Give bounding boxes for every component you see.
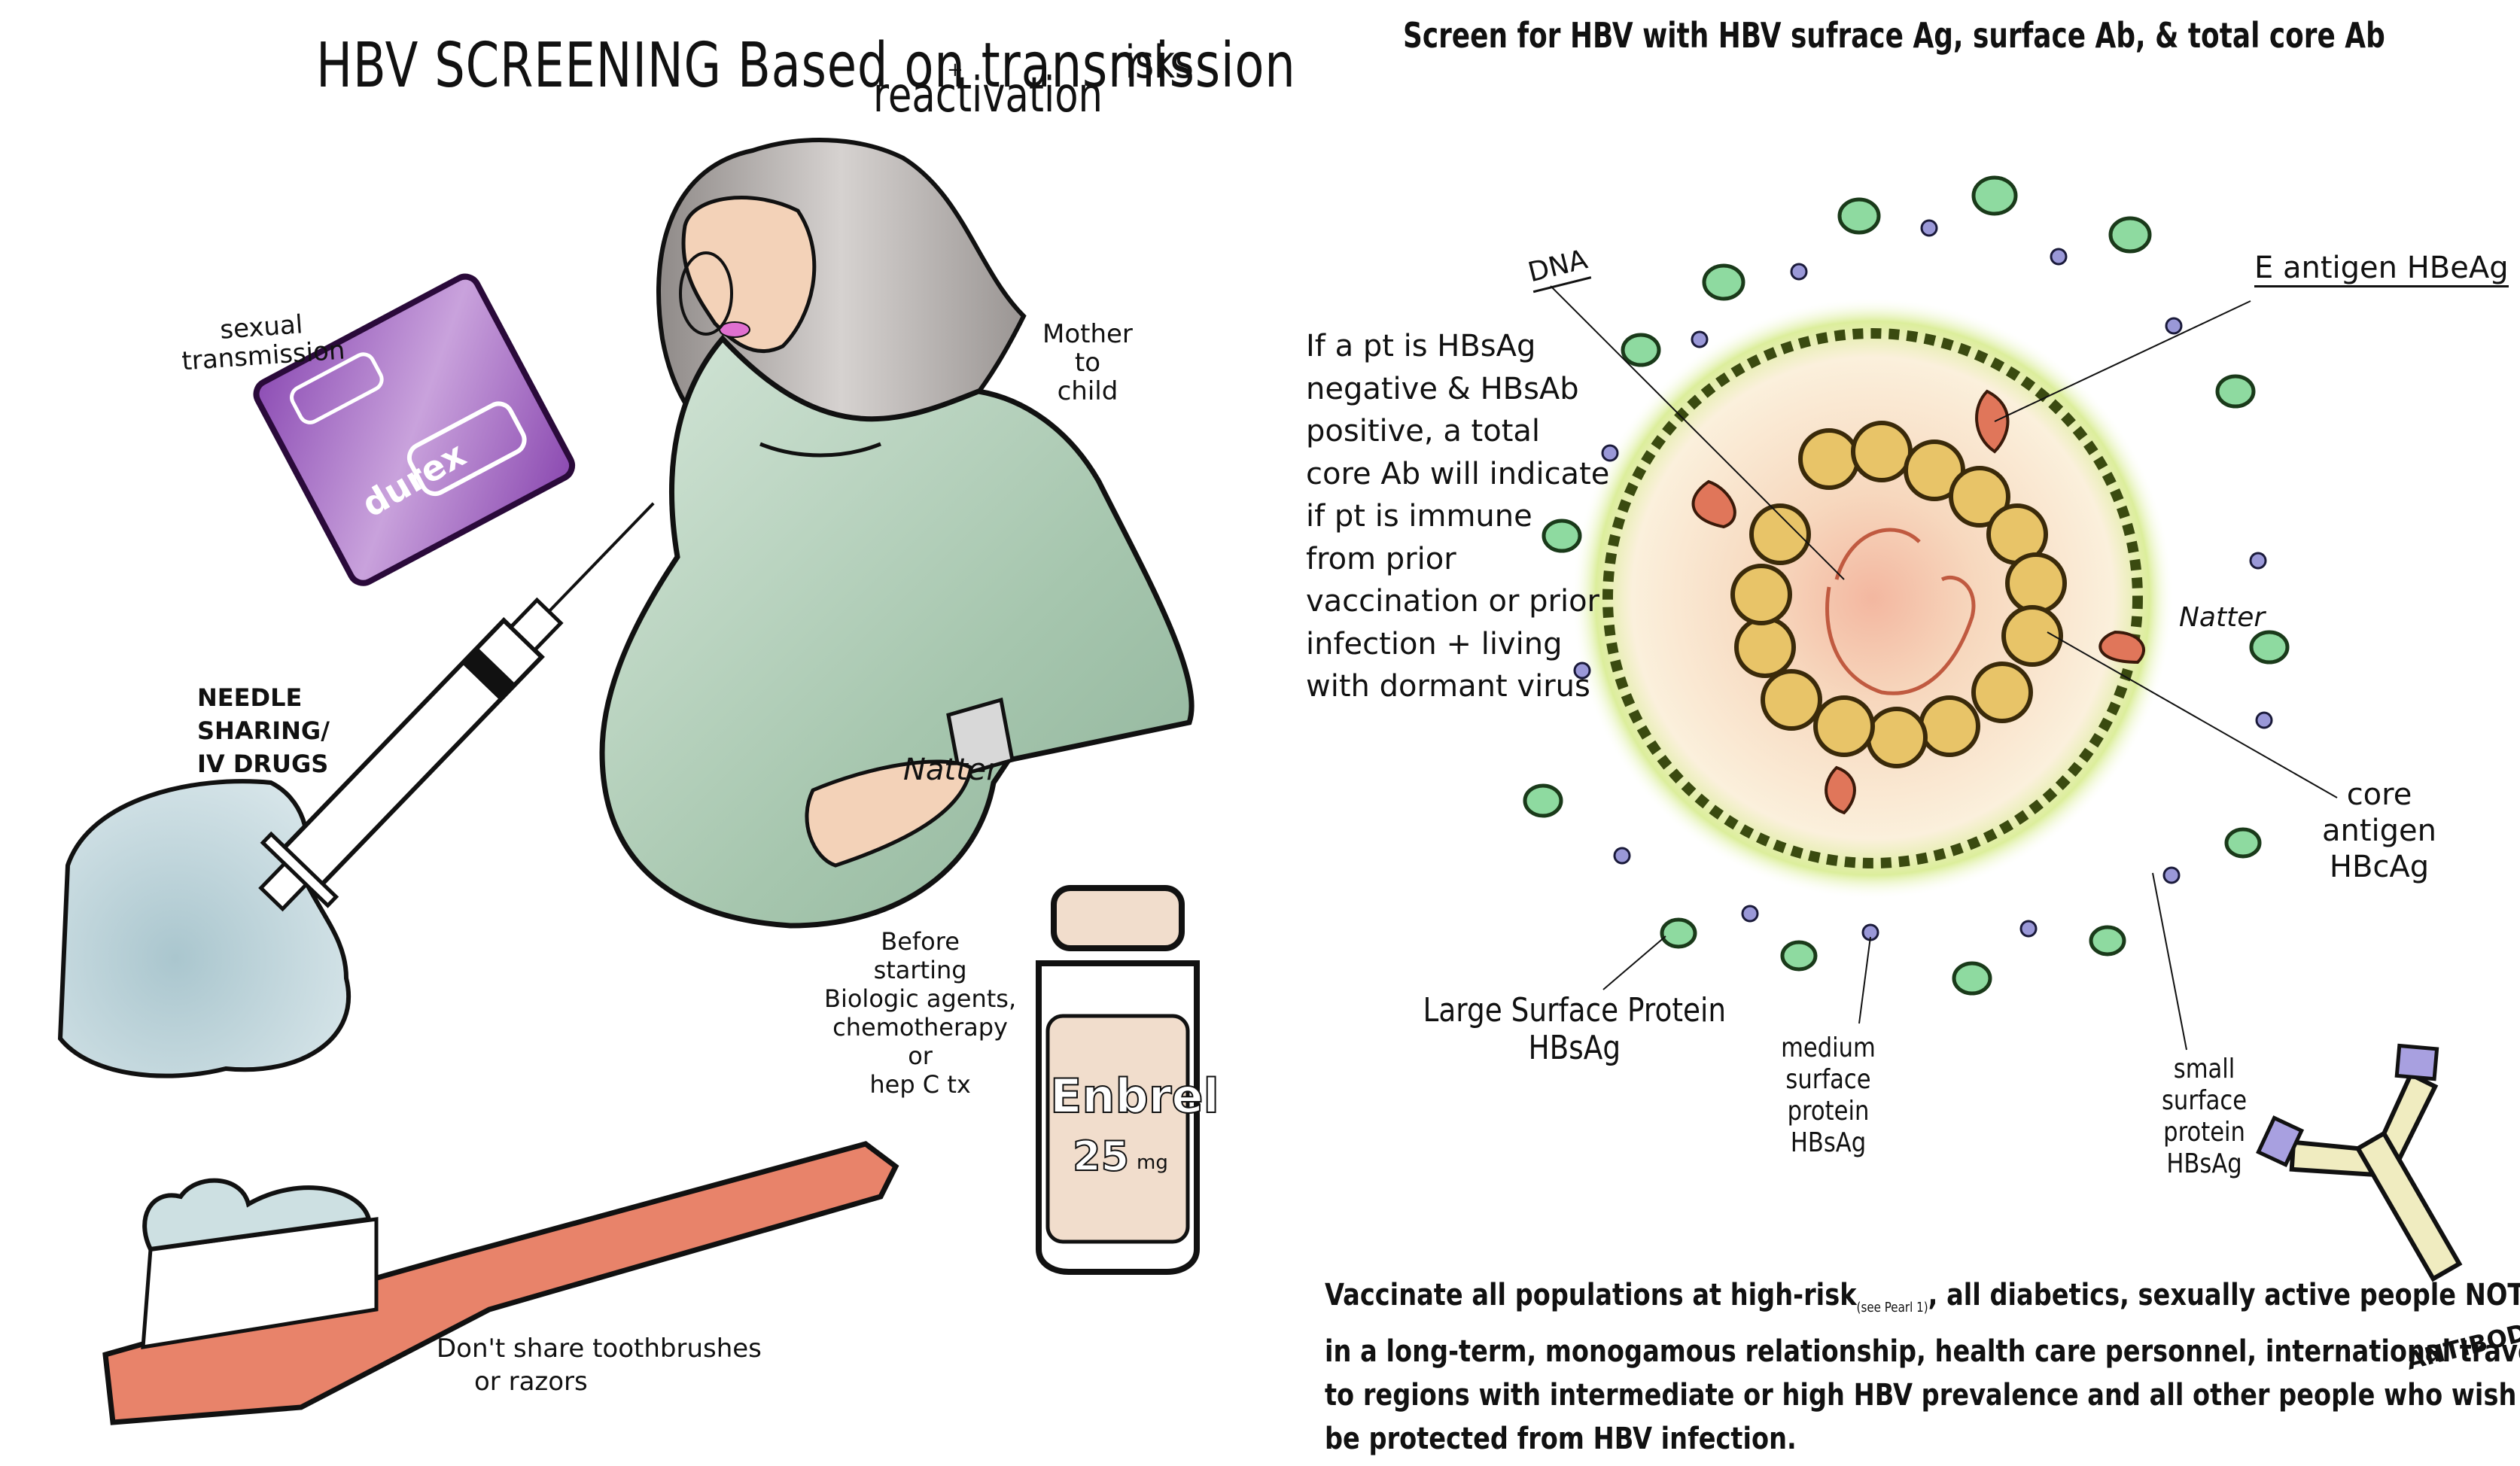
needle-sharing-label: NEEDLE SHARING/ IV DRUGS [197, 681, 330, 780]
label-line: to [1074, 348, 1101, 378]
label-line: IV DRUGS [197, 750, 329, 778]
label-line: chemotherapy [832, 1013, 1008, 1042]
leader-lines [1550, 285, 2338, 1051]
hbv-virion-diagram [1523, 175, 2338, 1051]
e-antigen-icon [1691, 479, 1736, 529]
virus-artist-signature: Natter [2179, 602, 2266, 633]
note-line: core Ab will indicate [1306, 456, 1610, 491]
mother-to-child-label: Mother to child [1042, 320, 1133, 406]
label-line: HBsAg [1790, 1127, 1867, 1158]
e-antigen-icon [1825, 765, 1856, 815]
left-title: HBV SCREENING Based on transmission [316, 30, 1296, 102]
vaccinate-line-3: to regions with intermediate or high HBV… [1325, 1378, 2520, 1413]
antibody-icon [2256, 1043, 2463, 1282]
dna-strand-icon [1825, 528, 1976, 695]
note-line: positive, a total [1306, 414, 1541, 449]
core-antigen-label: core antigen HBcAg [2322, 777, 2436, 885]
label-line: small [2173, 1054, 2235, 1084]
vaccinate-line-1: Vaccinate all populations at high-risk(s… [1325, 1273, 2520, 1330]
small-surface-protein-label: small surface protein HBsAg [2162, 1054, 2247, 1180]
label-line: Biologic agents, [824, 984, 1017, 1013]
note-line: infection + living [1306, 626, 1563, 662]
vaccinate-line-4: be protected from HBV infection. [1325, 1422, 1797, 1456]
label-line: or razors [474, 1367, 588, 1397]
vial-dose: 25 [1072, 1132, 1130, 1181]
label-line: HBcAg [2329, 850, 2430, 884]
small-surface-protein-dots [1573, 219, 2273, 941]
text: , all diabetics, sexually active people … [1928, 1278, 2520, 1312]
left-title-reactivation: reactivation [873, 68, 1103, 123]
note-line: negative & HBsAb [1306, 371, 1579, 406]
enbrel-vial-illustration [1036, 885, 1200, 1275]
core-capsid-ring [1730, 421, 2067, 768]
artist-signature: Natter [903, 753, 999, 787]
label-line: or [908, 1042, 933, 1070]
label-line: antigen [2322, 814, 2437, 848]
large-surface-protein-label: Large Surface Protein HBsAg [1423, 992, 1727, 1067]
left-title-plus: + [947, 59, 963, 81]
e-antigen-icon [1975, 389, 2010, 454]
label-line: Large Surface Protein [1423, 991, 1727, 1030]
condom-packet-icon [253, 273, 576, 586]
label-line: protein [2163, 1117, 2245, 1148]
right-title: Screen for HBV with HBV sufrace Ag, surf… [1403, 15, 2385, 56]
sexual-transmission-label: sexual transmission [179, 308, 345, 376]
label-line: HBsAg [1528, 1029, 1621, 1067]
medium-surface-protein-label: medium surface protein HBsAg [1781, 1033, 1876, 1159]
label-line: Don't share toothbrushes [437, 1334, 762, 1364]
left-title-risks: risks [1110, 36, 1194, 89]
e-antigen-label: E antigen HBeAg [2254, 252, 2509, 287]
label-line: core [2346, 777, 2412, 812]
pregnant-woman-illustration [599, 138, 1195, 929]
screening-note: If a pt is HBsAg negative & HBsAb positi… [1306, 325, 1609, 708]
label-line: NEEDLE [197, 683, 303, 712]
label-line: Before [881, 927, 960, 956]
label-line: protein [1787, 1096, 1870, 1127]
toothbrush-illustration [102, 1141, 899, 1425]
label-line: Mother [1042, 319, 1133, 349]
e-antigen-icon [2098, 630, 2145, 665]
large-surface-protein-spikes [1523, 175, 2290, 996]
label-line: child [1057, 376, 1118, 406]
toothbrush-label: Don't share toothbrushes or razors [437, 1332, 762, 1398]
label-line: SHARING/ [197, 716, 330, 745]
before-starting-label: Before starting Biologic agents, chemoth… [824, 927, 1016, 1099]
vaccinate-line-2: in a long-term, monogamous relationship,… [1325, 1334, 2520, 1369]
syringe-and-hand-illustration [57, 502, 655, 1078]
note-line: If a pt is HBsAg [1306, 329, 1536, 363]
note-line: from prior [1306, 541, 1456, 576]
label-line: HBsAg [2166, 1148, 2242, 1179]
vaccination-recommendation: Vaccinate all populations at high-risk(s… [1325, 1273, 2520, 1461]
label-line: starting [873, 956, 967, 984]
text: Vaccinate all populations at high-risk [1325, 1278, 1857, 1312]
note-line: with dormant virus [1306, 669, 1590, 704]
note-line: vaccination or prior [1306, 584, 1599, 619]
vial-unit: mg [1137, 1151, 1168, 1174]
label-line: surface [1785, 1064, 1871, 1095]
pearl-reference: (see Pearl 1) [1856, 1300, 1928, 1315]
label-line: hep C tx [869, 1070, 971, 1099]
vial-brand: Enbrel [1049, 1068, 1220, 1124]
note-line: if pt is immune [1306, 499, 1532, 534]
label-line: medium [1781, 1033, 1876, 1063]
label-line: surface [2161, 1085, 2248, 1116]
